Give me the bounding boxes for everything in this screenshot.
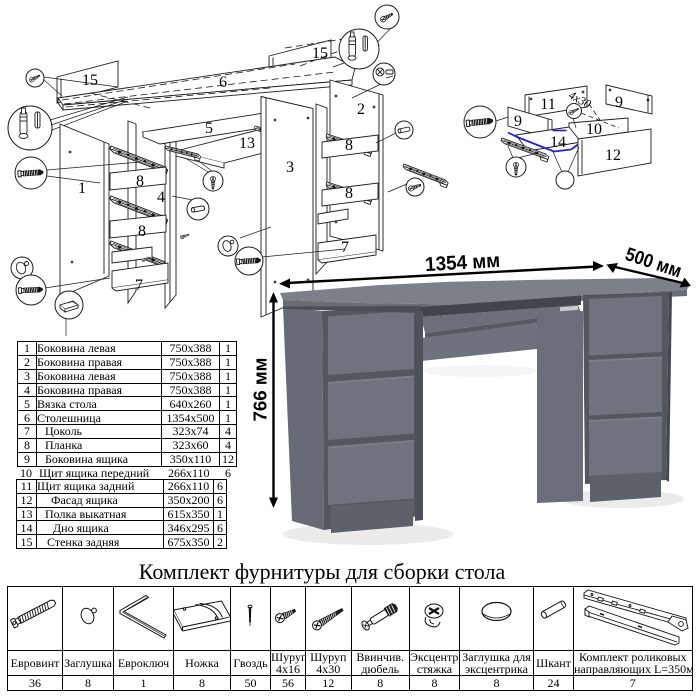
svg-text:13: 13: [239, 135, 255, 152]
svg-text:7: 7: [135, 277, 143, 294]
svg-text:3: 3: [286, 159, 294, 176]
svg-text:9: 9: [514, 113, 522, 130]
svg-text:8: 8: [136, 173, 144, 190]
svg-text:2: 2: [357, 101, 365, 118]
svg-text:7: 7: [341, 239, 349, 256]
svg-text:4: 4: [157, 189, 165, 206]
svg-text:1354 мм: 1354 мм: [425, 250, 501, 276]
svg-text:10: 10: [586, 121, 602, 138]
svg-text:1: 1: [78, 180, 86, 197]
svg-text:11: 11: [540, 96, 555, 113]
svg-text:6: 6: [219, 74, 227, 91]
svg-text:8: 8: [138, 223, 146, 240]
svg-text:9: 9: [615, 94, 623, 111]
svg-text:15: 15: [312, 45, 328, 62]
svg-text:5: 5: [205, 120, 213, 137]
svg-text:766 мм: 766 мм: [251, 358, 271, 422]
svg-text:12: 12: [605, 147, 621, 164]
svg-text:8: 8: [345, 185, 353, 202]
svg-text:8: 8: [345, 137, 353, 154]
svg-text:15: 15: [82, 72, 98, 89]
svg-text:14: 14: [550, 134, 566, 151]
